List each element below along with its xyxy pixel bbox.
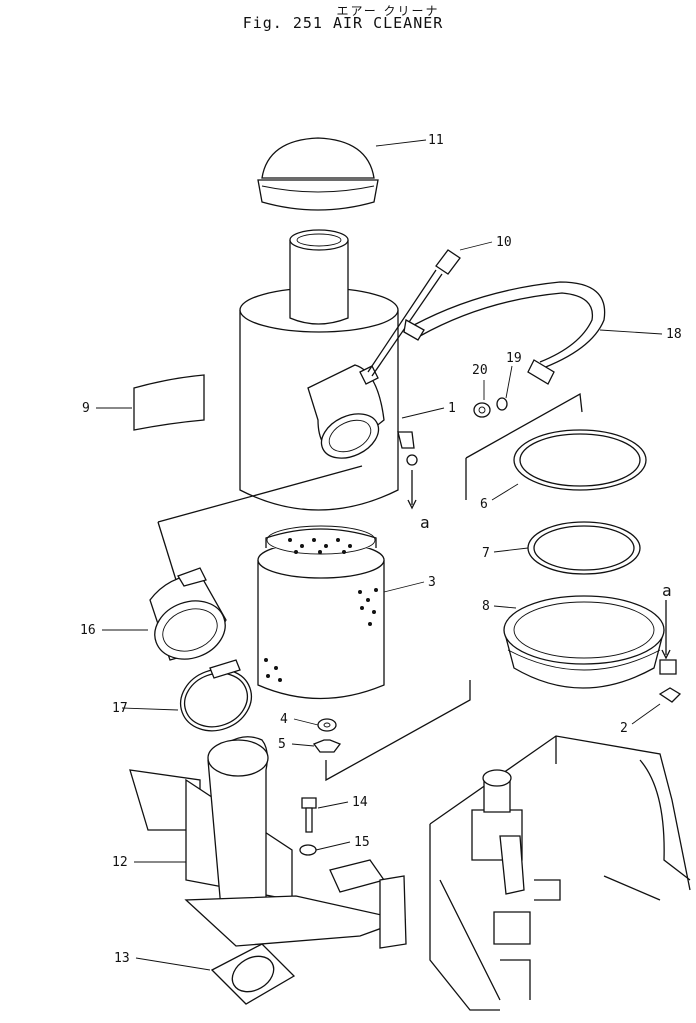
part-2-washer bbox=[658, 687, 682, 703]
part-8-bowl bbox=[503, 595, 677, 689]
callout-11: 11 bbox=[428, 133, 444, 148]
part-14-bolt bbox=[301, 797, 317, 833]
callout-20: 20 bbox=[472, 363, 488, 378]
callout-16: 16 bbox=[80, 623, 96, 638]
callout-18: 18 bbox=[666, 327, 682, 342]
installation-view bbox=[429, 735, 691, 1011]
callout-14: 14 bbox=[352, 795, 368, 810]
callout-17: 17 bbox=[112, 701, 128, 716]
callout-19: 19 bbox=[506, 351, 522, 366]
callout-7: 7 bbox=[482, 546, 490, 561]
callout-6: 6 bbox=[480, 497, 488, 512]
reference-lines bbox=[157, 392, 671, 782]
part-19-lockwasher bbox=[496, 397, 508, 411]
callout-labels: 11 10 18 20 19 9 1 6 7 8 3 16 17 4 5 2 1… bbox=[80, 133, 682, 966]
callout-leaders bbox=[96, 139, 663, 971]
callout-2: 2 bbox=[620, 721, 628, 736]
ref-a-right: a bbox=[662, 581, 672, 600]
part-17-clamp bbox=[179, 659, 253, 732]
part-18-band bbox=[403, 281, 606, 385]
callout-13: 13 bbox=[114, 951, 130, 966]
ref-a-left: a bbox=[420, 513, 430, 532]
callout-5: 5 bbox=[278, 737, 286, 752]
part-7-gasket bbox=[527, 521, 641, 575]
callout-4: 4 bbox=[280, 712, 288, 727]
callout-3: 3 bbox=[428, 575, 436, 590]
figure-title: Fig. 251 AIR CLEANER bbox=[242, 14, 444, 32]
part-15-washer bbox=[299, 844, 317, 856]
callout-12: 12 bbox=[112, 855, 128, 870]
part-9-label bbox=[133, 374, 205, 431]
part-1-housing bbox=[239, 229, 418, 511]
part-4-washer bbox=[317, 718, 337, 732]
part-3-element bbox=[257, 525, 385, 700]
part-12-elbow bbox=[129, 736, 407, 949]
callout-10: 10 bbox=[496, 235, 512, 250]
part-11-cap bbox=[257, 137, 379, 211]
part-5-wingnut bbox=[312, 739, 342, 753]
callout-15: 15 bbox=[354, 835, 370, 850]
part-13-gasket bbox=[210, 943, 296, 1005]
part-20-nut bbox=[473, 402, 491, 418]
part-6-ring bbox=[513, 429, 647, 491]
callout-8: 8 bbox=[482, 599, 490, 614]
callout-9: 9 bbox=[82, 401, 90, 416]
callout-1: 1 bbox=[448, 401, 456, 416]
figure-title-kana: エアー クリーナ bbox=[336, 4, 440, 18]
part-16-hose bbox=[149, 567, 227, 661]
